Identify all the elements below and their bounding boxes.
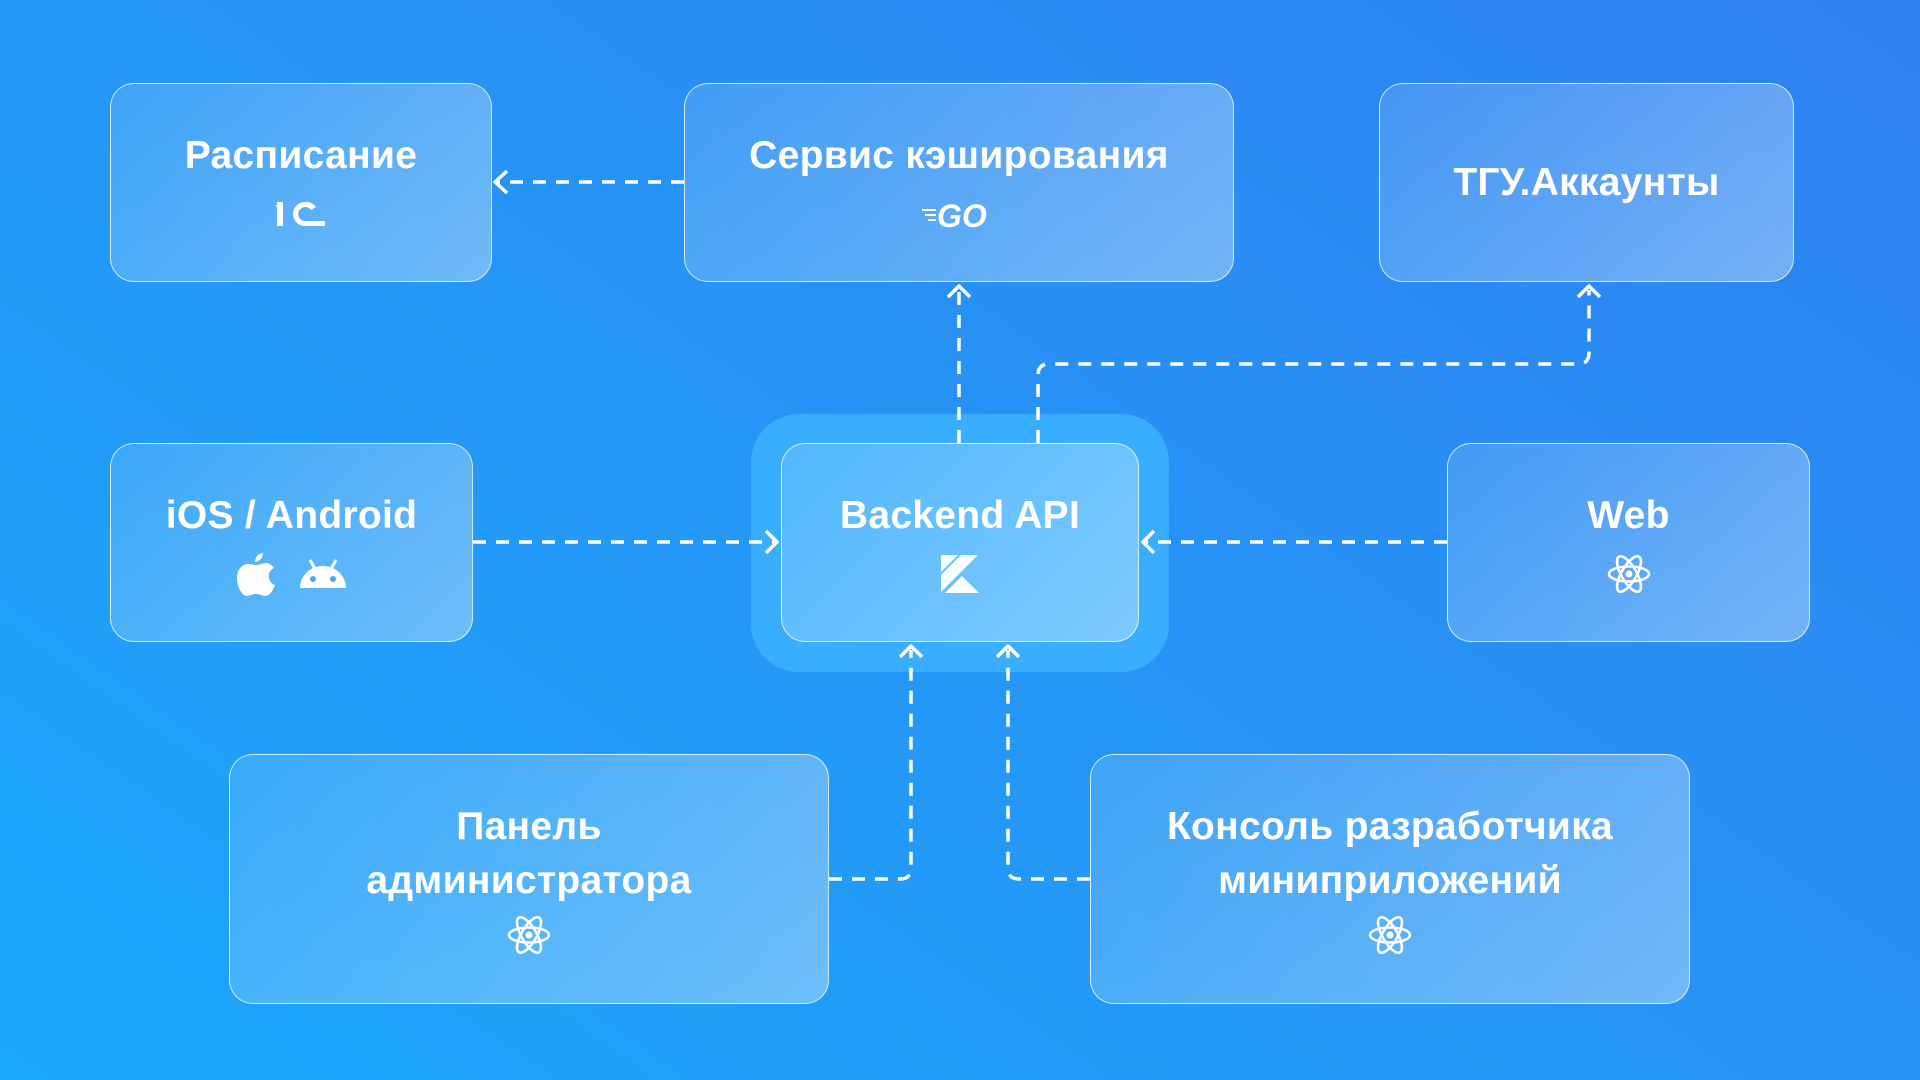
node-cache-service[interactable]: Сервис кэширования GO [684, 83, 1234, 282]
node-title-line1: Консоль разработчика [1166, 805, 1614, 848]
android-icon [299, 558, 346, 588]
node-developer-console[interactable]: Консоль разработчика миниприложений [1090, 754, 1690, 1004]
node-title-line1: Панель [456, 805, 602, 848]
react-icon [507, 915, 551, 955]
edge-devconsole-to-backend [1006, 650, 1090, 881]
go-logo-icon: GO [922, 198, 987, 230]
arrow-head [995, 644, 1021, 659]
node-title-line2: миниприложений [1218, 859, 1562, 902]
arrow-head [946, 284, 972, 299]
node-title: Сервис кэширования [749, 133, 1169, 177]
backend-highlight [751, 414, 1169, 672]
node-web[interactable]: Web [1447, 443, 1810, 642]
react-icon [1368, 915, 1412, 955]
svg-text:GO: GO [937, 198, 987, 230]
node-title: ТГУ.Аккаунты [1453, 160, 1720, 204]
arrow-head [1576, 284, 1602, 299]
arrow-head [898, 644, 924, 659]
arrow-head [493, 169, 509, 195]
node-mobile[interactable]: iOS / Android [110, 443, 473, 642]
arrow-head [764, 529, 779, 555]
apple-icon [236, 552, 275, 596]
edge-admin-to-backend [829, 650, 913, 881]
node-backend-api[interactable]: Backend API [781, 443, 1139, 642]
node-schedule[interactable]: Расписание [110, 83, 492, 282]
kotlin-icon [941, 554, 979, 593]
node-title: Расписание [184, 133, 418, 177]
node-title-line2: администратора [366, 859, 692, 902]
edge-backend-to-accounts [1036, 290, 1591, 443]
react-icon [1607, 554, 1650, 593]
node-accounts[interactable]: ТГУ.Аккаунты [1379, 83, 1794, 282]
node-title: Web [1587, 493, 1670, 537]
1c-logo-icon [275, 201, 325, 226]
arrow-head [1141, 529, 1156, 555]
node-title: iOS / Android [165, 493, 418, 537]
node-title: Backend API [839, 493, 1081, 537]
node-admin-panel[interactable]: Панель администратора [229, 754, 829, 1004]
